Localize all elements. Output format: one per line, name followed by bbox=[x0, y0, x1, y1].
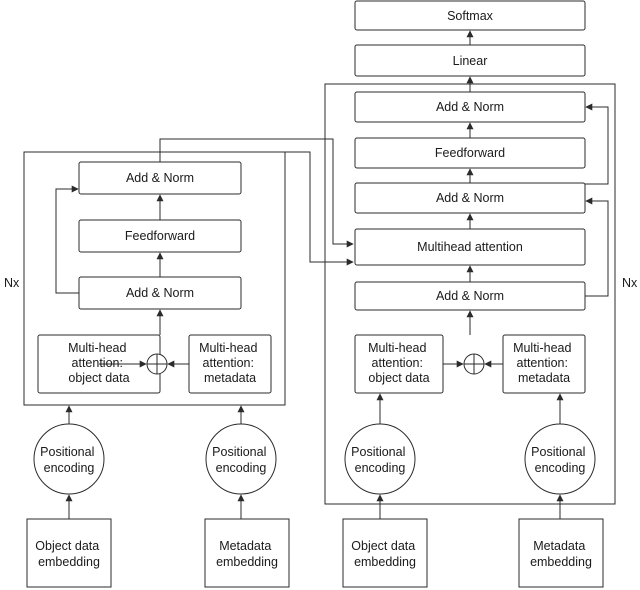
encoder-positional-encoding-right: Positional encoding bbox=[205, 423, 277, 495]
svg-text:Positional encoding: Positional encoding bbox=[351, 445, 409, 475]
svg-text:Multi-head attention:: Multi-head attention: metadata bbox=[513, 341, 575, 385]
decoder-object-data-embedding: Object data embedding bbox=[342, 518, 428, 588]
svg-text:Add & Norm: Add & Norm bbox=[436, 289, 504, 303]
svg-text:Object data embedding: Object data embedding bbox=[351, 539, 418, 569]
encoder-positional-encoding-left: Positional encoding bbox=[33, 423, 105, 495]
svg-text:Metadata embedding: Metadata embedding bbox=[216, 539, 278, 569]
decoder-mha-object: Multi-head attention: object data bbox=[354, 334, 444, 394]
encoder-metadata-embedding: Metadata embedding bbox=[204, 518, 290, 588]
decoder-positional-encoding-left: Positional encoding bbox=[344, 423, 416, 495]
svg-text:Multi-head attention:: Multi-head attention: object data bbox=[68, 341, 130, 385]
decoder-linear: Linear bbox=[354, 44, 586, 77]
svg-text:Positional encoding: Positional encoding bbox=[531, 445, 589, 475]
svg-text:Metadata embedding: Metadata embedding bbox=[530, 539, 592, 569]
svg-text:Linear: Linear bbox=[453, 54, 488, 68]
svg-text:Add & Norm: Add & Norm bbox=[126, 286, 194, 300]
decoder-mha-meta: Multi-head attention: metadata bbox=[502, 334, 586, 394]
dec-residual-2 bbox=[585, 103, 609, 185]
decoder-add-norm-3: Add & Norm bbox=[354, 91, 586, 123]
decoder-softmax: Softmax bbox=[354, 0, 586, 31]
dec-residual-1 bbox=[585, 197, 609, 297]
decoder-multihead-attention: Multihead attention bbox=[354, 228, 586, 266]
decoder-add-operator bbox=[463, 353, 485, 375]
svg-text:Multihead attention: Multihead attention bbox=[417, 240, 523, 254]
svg-text:Multi-head attention:: Multi-head attention: object data bbox=[368, 341, 430, 385]
encoder-output-to-decoder-2 bbox=[285, 151, 354, 266]
decoder-feedforward: Feedforward bbox=[354, 137, 586, 169]
svg-text:Add & Norm: Add & Norm bbox=[436, 191, 504, 205]
decoder-nx-label: Nx bbox=[622, 276, 638, 290]
svg-text:Positional encoding: Positional encoding bbox=[40, 445, 98, 475]
decoder-add-norm-2: Add & Norm bbox=[354, 182, 586, 214]
encoder-mha-meta: Multi-head attention: metadata bbox=[188, 334, 272, 394]
decoder-positional-encoding-right: Positional encoding bbox=[524, 423, 596, 495]
encoder-frame bbox=[23, 151, 286, 406]
svg-text:Softmax: Softmax bbox=[447, 9, 494, 23]
enc-residual bbox=[55, 185, 79, 294]
encoder-add-norm-bottom: Add & Norm bbox=[78, 276, 242, 310]
encoder-add-norm-top: Add & Norm bbox=[78, 161, 242, 195]
encoder-output-to-decoder-1 bbox=[159, 138, 354, 248]
encoder-feedforward: Feedforward bbox=[78, 219, 242, 253]
encoder-object-data-embedding: Object data embedding bbox=[26, 518, 112, 588]
svg-text:Positional encoding: Positional encoding bbox=[212, 445, 270, 475]
svg-text:Feedforward: Feedforward bbox=[435, 146, 505, 160]
svg-text:Add & Norm: Add & Norm bbox=[126, 171, 194, 185]
svg-text:Feedforward: Feedforward bbox=[125, 229, 195, 243]
encoder-nx-label: Nx bbox=[4, 276, 20, 290]
svg-text:Add & Norm: Add & Norm bbox=[436, 100, 504, 114]
svg-text:Multi-head attention:: Multi-head attention: metadata bbox=[199, 341, 261, 385]
decoder-metadata-embedding: Metadata embedding bbox=[518, 518, 604, 588]
encoder-add-operator bbox=[146, 353, 168, 375]
svg-text:Object data embedding: Object data embedding bbox=[35, 539, 102, 569]
decoder-add-norm-1: Add & Norm bbox=[354, 281, 586, 311]
